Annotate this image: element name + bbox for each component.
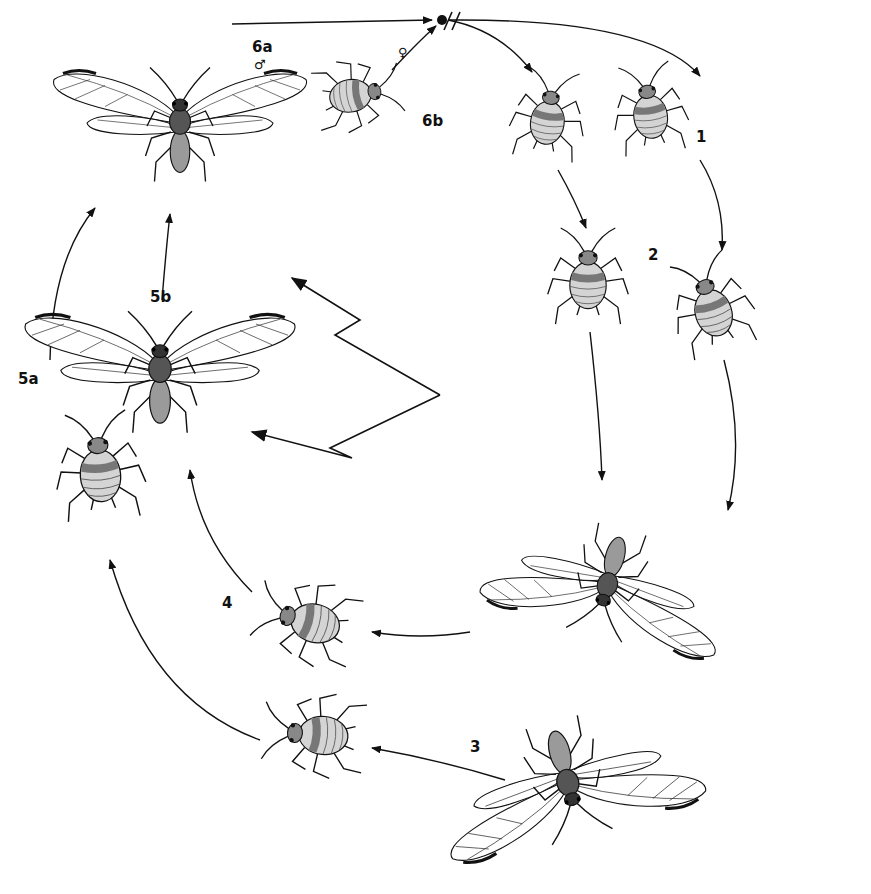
callout-number: ♂ <box>254 58 266 71</box>
callout-number: 1 <box>696 130 706 145</box>
callout-number: 5b <box>150 290 171 305</box>
callout-number: 6b <box>422 114 443 129</box>
callout-number: 6a <box>252 40 273 55</box>
callout-number: 4 <box>222 596 232 611</box>
callout-number: 3 <box>470 740 480 755</box>
callout-number: ♀ <box>398 46 408 59</box>
callout-number: 5a <box>18 372 39 387</box>
callout-number: 2 <box>648 248 658 263</box>
